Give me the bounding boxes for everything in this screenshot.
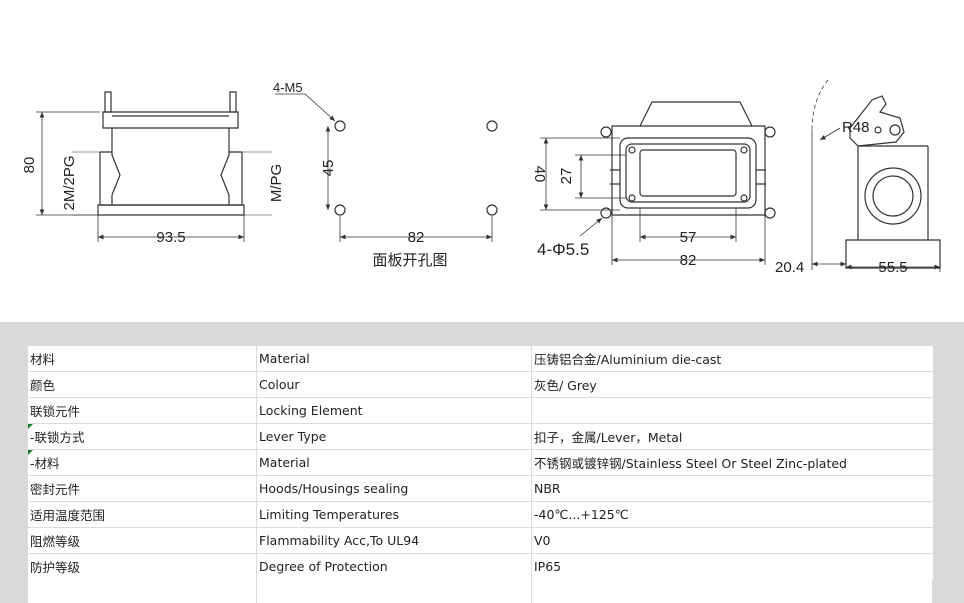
end-view [811,79,941,272]
spec-cn: 材料 [27,345,257,372]
table-row: 阻燃等级 Flammability Acc,To UL94 V0 [27,527,934,554]
dim-width-93-5: 93.5 [156,229,185,246]
dim-radius: R48 [842,119,870,136]
spec-cn: 阻燃等级 [27,527,257,554]
spec-value [531,397,934,424]
spec-en: Flammability Acc,To UL94 [256,527,532,554]
table-row: 适用温度范围 Limiting Temperatures -40℃...+125… [27,501,934,528]
spec-en: Colour [256,371,532,398]
table-row: 密封元件 Hoods/Housings sealing NBR [27,475,934,502]
spec-en: Lever Type [256,423,532,450]
table-row: 材料 Material 压铸铝合金/Aluminium die-cast [27,345,934,372]
side-view [36,91,272,242]
spec-en: Material [256,345,532,372]
spec-en: Locking Element [256,397,532,424]
spec-en: Hoods/Housings sealing [256,475,532,502]
spec-cn: -联锁方式 [27,423,257,450]
spec-table: 材料 Material 压铸铝合金/Aluminium die-cast 颜色 … [27,345,934,580]
top-view [540,101,776,265]
spec-cn: 密封元件 [27,475,257,502]
spec-value: 不锈钢或镀锌钢/Stainless Steel Or Steel Zinc-pl… [531,449,934,476]
dim-width-55-5: 55.5 [878,259,907,276]
spec-cn: 联锁元件 [27,397,257,424]
dim-offset-20-4: 20.4 [775,259,804,276]
table-empty-row [27,579,933,603]
table-row: 防护等级 Degree of Protection IP65 [27,553,934,580]
panel-cutout [275,93,498,242]
spec-en: Material [256,449,532,476]
spec-en: Degree of Protection [256,553,532,580]
dim-width-57: 57 [680,229,697,246]
spec-value: 压铸铝合金/Aluminium die-cast [531,345,934,372]
technical-drawing: 80 2M/2PG M/PG 93.5 4-M5 45 82 面板开孔图 [21,79,941,276]
dim-screw: 4-M5 [273,80,303,95]
spec-en: Limiting Temperatures [256,501,532,528]
dim-height-80: 80 [21,157,38,174]
dim-width-82: 82 [680,252,697,269]
spec-value: V0 [531,527,934,554]
spec-cn: 适用温度范围 [27,501,257,528]
spec-cn: 防护等级 [27,553,257,580]
dim-spacing-82: 82 [408,229,425,246]
table-row: -材料 Material 不锈钢或镀锌钢/Stainless Steel Or … [27,449,934,476]
table-row: 联锁元件 Locking Element [27,397,934,424]
dim-height-27: 27 [558,168,575,185]
spec-value: 扣子，金属/Lever，Metal [531,423,934,450]
dim-height-40: 40 [531,166,548,183]
table-row: 颜色 Colour 灰色/ Grey [27,371,934,398]
spec-cn: 颜色 [27,371,257,398]
table-row: -联锁方式 Lever Type 扣子，金属/Lever，Metal [27,423,934,450]
spec-value: -40℃...+125℃ [531,501,934,528]
spec-cn: -材料 [27,449,257,476]
spec-value: NBR [531,475,934,502]
dim-holes: 4-Φ5.5 [537,240,589,259]
spec-value: IP65 [531,553,934,580]
panel-cutout-caption: 面板开孔图 [372,251,447,269]
spec-value: 灰色/ Grey [531,371,934,398]
dim-spacing-45: 45 [320,160,337,177]
dim-right-label: M/PG [268,164,285,202]
dim-left-label: 2M/2PG [61,155,78,210]
